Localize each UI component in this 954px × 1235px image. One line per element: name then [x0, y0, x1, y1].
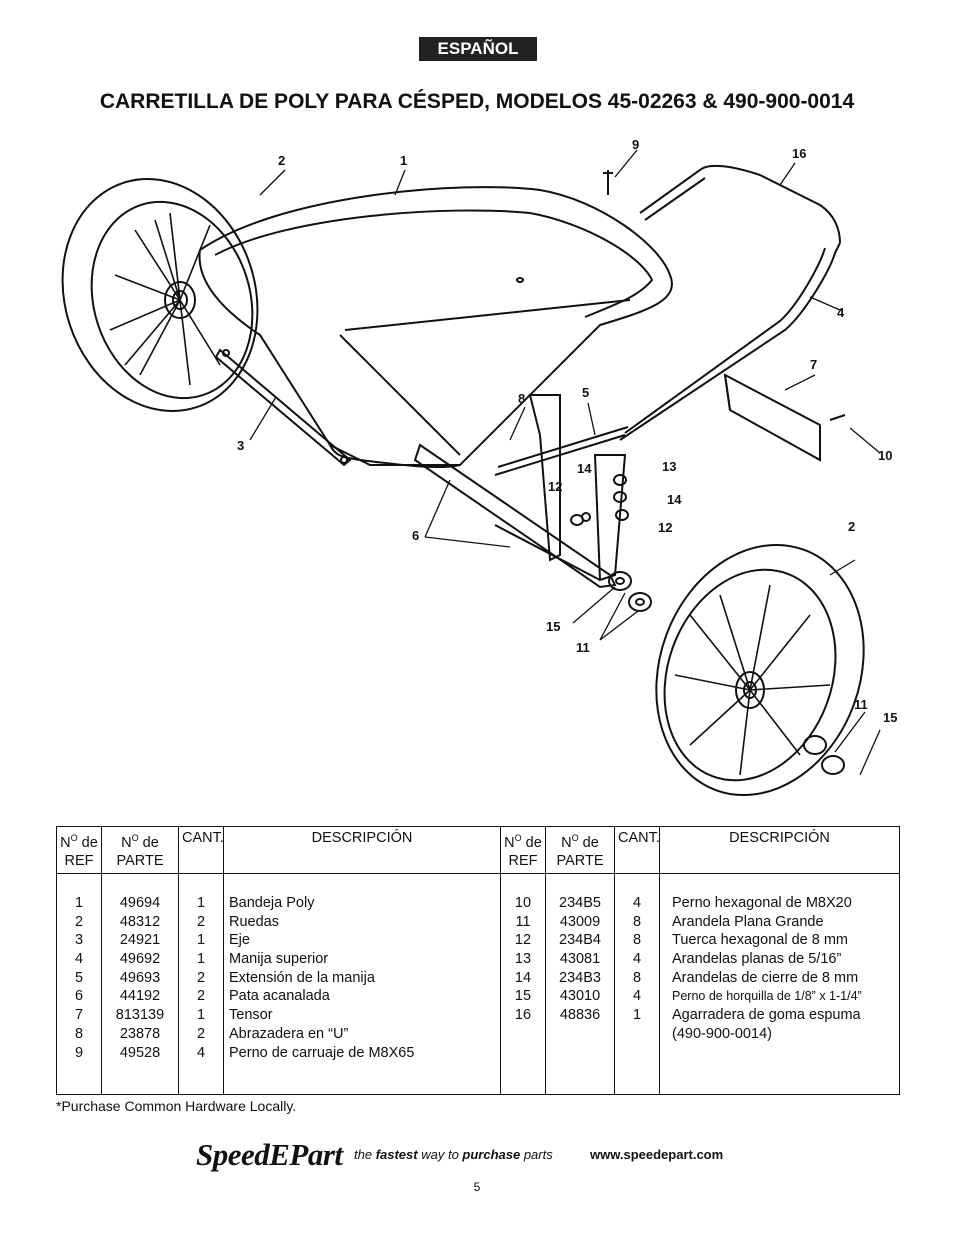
handle-drawing: [494, 164, 841, 476]
left-part-column: 49694 48312 24921 49692 49693 44192 8131…: [101, 873, 179, 1095]
wheelbarrow-exploded-diagram: 2 1 9 16 4 7 10 8 5 3 14 13 12 14 12 6 2…: [61, 137, 897, 797]
right-desc-column: Perno hexagonal de M8X20 Arandela Plana …: [659, 873, 900, 1095]
callout-labels: 2 1 9 16 4 7 10 8 5 3 14 13 12 14 12 6 2…: [237, 137, 897, 725]
callout-14: 14: [577, 461, 592, 476]
language-tag: ESPAÑOL: [419, 37, 537, 61]
callout-15b: 15: [883, 710, 897, 725]
hardware-drawing: [570, 170, 846, 612]
brand-logo: SpeedEPart: [196, 1137, 343, 1172]
tagline: the fastest way to purchase parts: [354, 1147, 553, 1162]
left-ref-column: 1 2 3 4 5 6 7 8 9: [56, 873, 102, 1095]
poly-tray-drawing: [198, 186, 673, 469]
callout-13: 13: [662, 459, 676, 474]
right-wheel-drawing: [655, 543, 865, 797]
col-header-qty-2: CANT.: [614, 826, 660, 874]
col-header-desc-2: DESCRIPCIÓN: [659, 826, 900, 874]
callout-5: 5: [582, 385, 589, 400]
callout-12: 12: [548, 479, 562, 494]
col-header-desc: DESCRIPCIÓN: [223, 826, 501, 874]
left-qty-column: 1 2 1 1 2 2 1 2 4: [178, 873, 224, 1095]
left-wheel-drawing: [61, 177, 259, 413]
page-number: 5: [473, 1180, 481, 1194]
col-header-qty: CANT.: [178, 826, 224, 874]
callout-6: 6: [412, 528, 419, 543]
callout-8: 8: [518, 391, 525, 406]
brace-drawing: [723, 373, 821, 462]
callout-4: 4: [837, 305, 845, 320]
callout-leaders: [249, 149, 881, 776]
callout-3: 3: [237, 438, 244, 453]
callout-11: 11: [576, 640, 590, 655]
footnote: *Purchase Common Hardware Locally.: [56, 1098, 297, 1114]
right-ref-column: 10 11 12 13 14 15 16: [500, 873, 546, 1095]
website-link[interactable]: www.speedepart.com: [590, 1147, 724, 1162]
callout-12b: 12: [658, 520, 672, 535]
callout-15: 15: [546, 619, 560, 634]
right-part-column: 234B5 43009 234B4 43081 234B3 43010 4883…: [545, 873, 615, 1095]
right-qty-column: 4 8 8 4 8 4 1: [614, 873, 660, 1095]
left-desc-column: Bandeja Poly Ruedas Eje Manija superior …: [223, 873, 501, 1095]
callout-9: 9: [632, 137, 639, 152]
callout-16: 16: [792, 146, 806, 161]
page-title: CARRETILLA DE POLY PARA CÉSPED, MODELOS …: [99, 90, 855, 113]
callout-2b: 2: [848, 519, 855, 534]
callout-14b: 14: [667, 492, 682, 507]
legs-drawing: [413, 394, 627, 589]
callout-7: 7: [810, 357, 817, 372]
callout-11b: 11: [854, 697, 868, 712]
callout-2: 2: [278, 153, 285, 168]
callout-1: 1: [400, 153, 407, 168]
callout-10: 10: [878, 448, 892, 463]
axle-drawing: [214, 348, 352, 467]
